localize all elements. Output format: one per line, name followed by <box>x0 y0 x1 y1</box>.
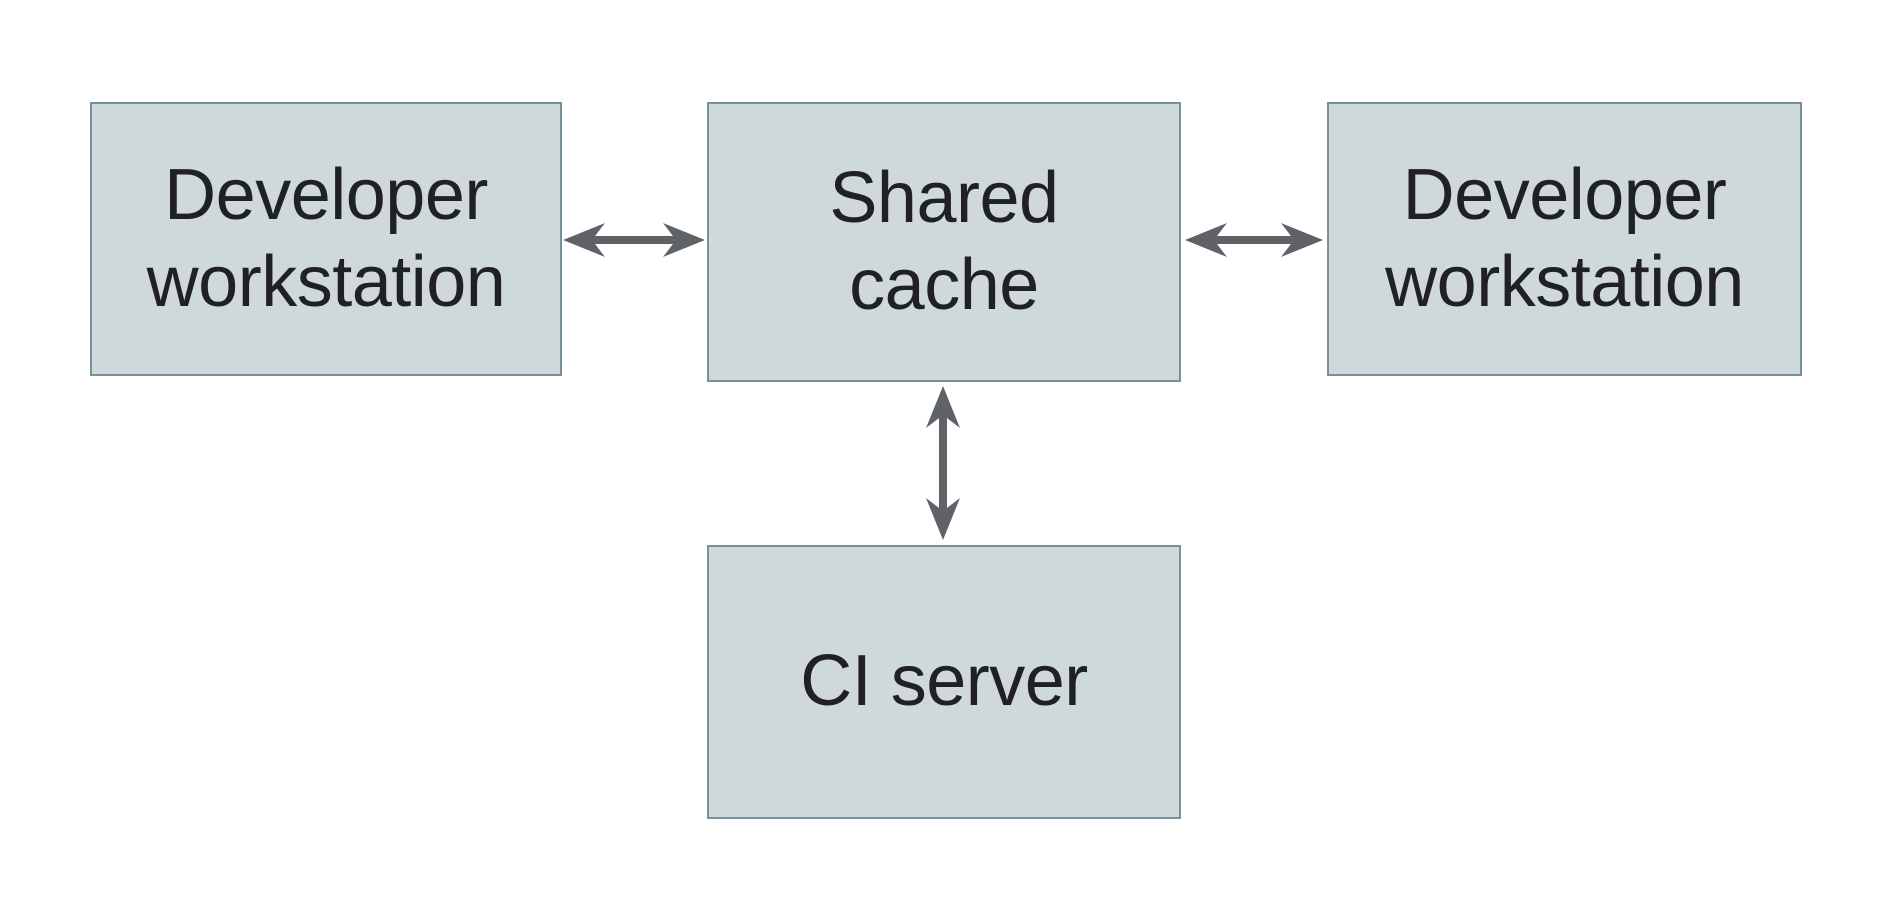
node-shared-cache: Shared cache <box>707 102 1181 382</box>
node-label-line: workstation <box>1385 242 1744 322</box>
arrow-shared-cache-dev-right-bidirectional-icon <box>1185 223 1323 257</box>
node-ci-server: CI server <box>707 545 1181 819</box>
node-developer-workstation-right: Developer workstation <box>1327 102 1802 376</box>
node-label-line: workstation <box>146 242 506 322</box>
node-label-line: Developer <box>164 154 488 235</box>
node-developer-workstation-left: Developer workstation <box>90 102 562 376</box>
node-label-line: CI server <box>800 641 1088 722</box>
arrow-dev-left-shared-cache-bidirectional-icon <box>563 223 705 257</box>
arrow-shared-cache-ci-server-bidirectional-icon <box>926 386 960 540</box>
node-label-line: cache <box>849 245 1039 325</box>
node-label-line: Developer <box>1402 154 1727 235</box>
node-label-line: Shared <box>829 157 1059 238</box>
